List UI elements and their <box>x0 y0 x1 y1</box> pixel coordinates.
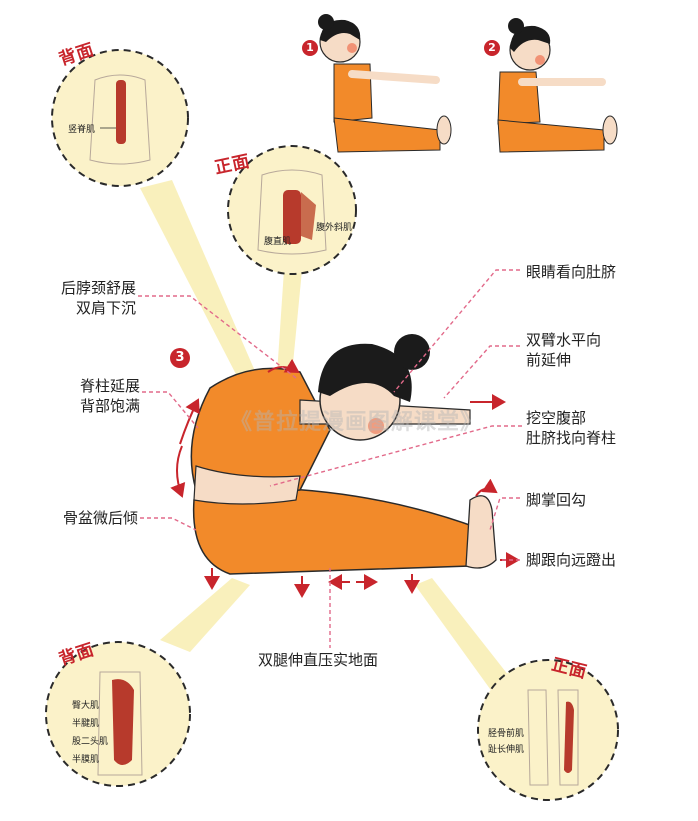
beam-front-bottom <box>415 578 520 700</box>
muscle-label-semitendinosus: 半腱肌 <box>72 719 100 729</box>
figure-step-3 <box>190 334 497 575</box>
step-badge-3: 3 <box>170 348 190 368</box>
figure-step-1 <box>318 14 452 153</box>
hamstring-shape <box>112 679 134 765</box>
label-abs-2: 肚脐找向脊柱 <box>526 429 617 447</box>
label-arms-1: 双臂水平向 <box>526 331 602 349</box>
muscle-label-biceps-femoris: 股二头肌 <box>72 737 109 747</box>
beam-back-top <box>140 180 258 382</box>
label-arms-2: 前延伸 <box>526 351 572 369</box>
inset-front-top <box>227 145 357 275</box>
label-abs-1: 挖空腹部 <box>526 409 587 427</box>
rectus-abdominis-shape <box>283 190 301 244</box>
figure-step-2 <box>497 18 618 153</box>
label-spine-2: 背部饱满 <box>79 397 140 415</box>
beam-back-bottom <box>160 578 250 652</box>
muscle-label-oblique: 腹外斜肌 <box>316 223 353 233</box>
muscle-label-rectus: 腹直肌 <box>264 237 292 247</box>
inset-front-bottom <box>477 659 619 801</box>
external-oblique-shape <box>301 192 316 240</box>
label-legs: 双腿伸直压实地面 <box>258 651 379 669</box>
muscle-label-tibialis: 胫骨前肌 <box>488 729 525 739</box>
label-pelvis: 骨盆微后倾 <box>62 509 138 527</box>
muscle-label-glute: 臀大肌 <box>72 701 100 711</box>
label-neck-1: 后脖颈舒展 <box>60 279 136 297</box>
muscle-label-semimembranosus: 半膜肌 <box>72 755 100 765</box>
label-neck-2: 双肩下沉 <box>75 299 136 317</box>
tibialis-shape <box>564 701 574 773</box>
label-spine-1: 脊柱延展 <box>79 377 140 395</box>
inset-back-top <box>51 49 189 187</box>
step-badge-1: 1 <box>302 40 318 56</box>
guide-lines <box>138 269 522 648</box>
label-feet-flex: 脚掌回勾 <box>526 491 587 509</box>
erector-muscle-shape <box>116 80 126 144</box>
watermark: 《普拉提漫画图解课堂》 <box>230 409 484 435</box>
label-eyes: 眼睛看向肚脐 <box>526 263 617 281</box>
step-badge-2: 2 <box>484 40 500 56</box>
muscle-label-erector: 竖脊肌 <box>68 125 96 135</box>
label-heel: 脚跟向远蹬出 <box>526 551 617 569</box>
inset-back-bottom <box>45 641 191 787</box>
muscle-label-ext-digitorum: 趾长伸肌 <box>488 745 525 755</box>
